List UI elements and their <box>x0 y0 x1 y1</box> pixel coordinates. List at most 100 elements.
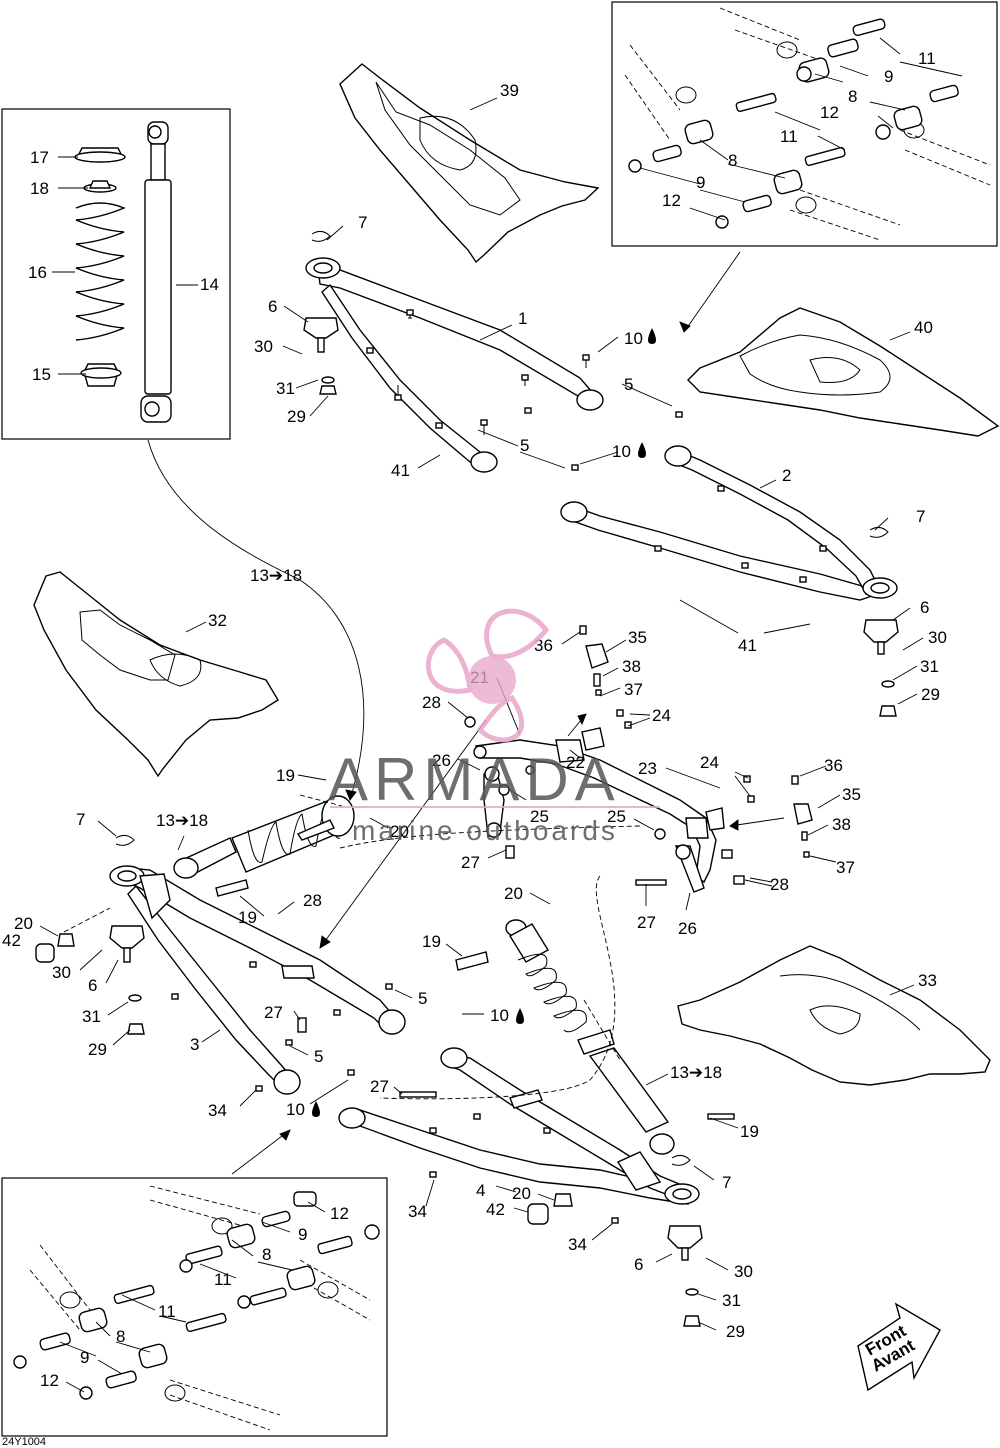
callout-42: 42 <box>486 1200 505 1219</box>
callout-26: 26 <box>432 751 451 770</box>
callout-20: 20 <box>390 822 409 841</box>
callout-10: 10 <box>624 329 643 348</box>
callout-9: 9 <box>80 1348 89 1367</box>
callout-7: 7 <box>358 213 367 232</box>
callout-28: 28 <box>770 875 789 894</box>
cover-32 <box>33 571 279 778</box>
callout-33: 33 <box>918 971 937 990</box>
drop-icon <box>312 1101 320 1117</box>
callout-17: 17 <box>30 148 49 167</box>
callout-26: 26 <box>678 919 697 938</box>
callout-25: 25 <box>607 807 626 826</box>
callout-31: 31 <box>920 657 939 676</box>
callout-29: 29 <box>921 685 940 704</box>
callout-39: 39 <box>500 81 519 100</box>
callout-38: 38 <box>832 815 851 834</box>
callout-8: 8 <box>848 87 857 106</box>
front-direction-badge: Front Avant <box>857 1302 941 1392</box>
callout-19: 19 <box>740 1122 759 1141</box>
callout-35: 35 <box>628 628 647 647</box>
callout-28: 28 <box>303 891 322 910</box>
callout-2: 2 <box>782 466 791 485</box>
callout-4: 4 <box>476 1181 485 1200</box>
leader-lines <box>39 37 963 1393</box>
callout-31: 31 <box>722 1291 741 1310</box>
figure-code: 24Y1004 <box>2 1436 46 1448</box>
callout-5: 5 <box>624 375 633 394</box>
callout-19: 19 <box>422 932 441 951</box>
callout-11: 11 <box>158 1302 176 1321</box>
callout-10: 10 <box>286 1100 305 1119</box>
callout-20: 20 <box>504 884 523 903</box>
callout-23: 23 <box>638 759 657 778</box>
callout-24: 24 <box>700 753 719 772</box>
callout-29: 29 <box>88 1040 107 1059</box>
cover-33 <box>677 945 991 1086</box>
callout-36: 36 <box>824 756 843 775</box>
callout-34: 34 <box>208 1101 227 1120</box>
callout-30: 30 <box>254 337 273 356</box>
callout-7: 7 <box>722 1173 731 1192</box>
callout-31: 31 <box>82 1007 101 1026</box>
callout-6: 6 <box>268 297 277 316</box>
callout-8: 8 <box>728 151 737 170</box>
drop-icon <box>638 442 646 458</box>
right-shock-assembly <box>455 919 675 1155</box>
callout-10: 10 <box>490 1006 509 1025</box>
a-arm-3 <box>35 834 406 1095</box>
a-arm-2 <box>560 411 899 717</box>
callout-6: 6 <box>920 598 929 617</box>
callout-40: 40 <box>914 318 933 337</box>
callout-27: 27 <box>461 853 480 872</box>
callout-5: 5 <box>314 1047 323 1066</box>
callout-27: 27 <box>264 1003 283 1022</box>
callout-11: 11 <box>214 1270 232 1289</box>
propeller-logo-icon <box>425 608 550 743</box>
callout-15: 15 <box>32 365 51 384</box>
callout-12: 12 <box>330 1204 349 1223</box>
grease-drop-icons <box>312 328 656 1117</box>
callout-35: 35 <box>842 785 861 804</box>
callout-6: 6 <box>634 1255 643 1274</box>
callout-19: 19 <box>276 766 295 785</box>
callout-10: 10 <box>612 442 631 461</box>
callout-8: 8 <box>262 1245 271 1264</box>
sway-bar <box>464 625 813 893</box>
callout-31: 31 <box>276 379 295 398</box>
callout-27: 27 <box>370 1077 389 1096</box>
callout-18: 18 <box>30 179 49 198</box>
callout-labels: 39 11 9 8 12 11 8 9 12 17 18 16 14 15 7 … <box>2 49 947 1390</box>
callout-12: 12 <box>820 103 839 122</box>
callout-13-18: 13➔18 <box>156 811 208 830</box>
callout-20: 20 <box>14 914 33 933</box>
callout-7: 7 <box>76 810 85 829</box>
inset-shock-exploded <box>1 108 231 440</box>
callout-11: 11 <box>918 49 936 68</box>
callout-9: 9 <box>696 173 705 192</box>
callout-24: 24 <box>652 706 671 725</box>
watermark-name: ARMADA <box>328 746 621 813</box>
callout-34: 34 <box>568 1235 587 1254</box>
callout-30: 30 <box>928 628 947 647</box>
callout-13-18: 13➔18 <box>670 1063 722 1082</box>
a-arm-4 <box>338 1047 735 1327</box>
callout-38: 38 <box>622 657 641 676</box>
callout-41: 41 <box>391 461 410 480</box>
callout-12: 12 <box>662 191 681 210</box>
callout-16: 16 <box>28 263 47 282</box>
callout-41: 41 <box>738 636 757 655</box>
callout-34: 34 <box>408 1202 427 1221</box>
callout-37: 37 <box>624 680 643 699</box>
watermark-tagline: marine outboards <box>352 815 618 846</box>
a-arm-1 <box>303 230 604 473</box>
callout-27: 27 <box>637 913 656 932</box>
callout-9: 9 <box>298 1225 307 1244</box>
cover-39 <box>339 63 600 264</box>
callout-3: 3 <box>190 1035 199 1054</box>
callout-5: 5 <box>520 436 529 455</box>
armada-watermark: ARMADA marine outboards <box>328 608 660 846</box>
callout-29: 29 <box>287 407 306 426</box>
callout-20: 20 <box>512 1184 531 1203</box>
callout-11: 11 <box>780 127 798 146</box>
